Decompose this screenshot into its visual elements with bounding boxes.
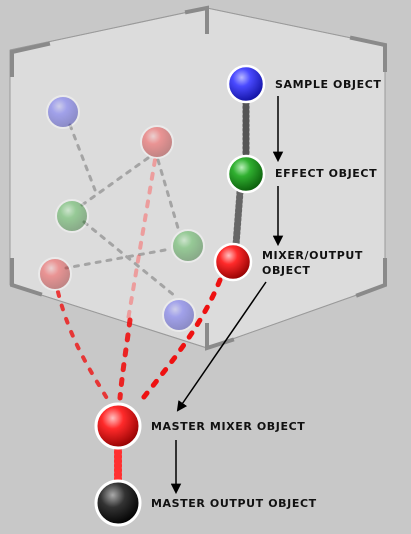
effect-object-node	[226, 154, 266, 194]
connection-faded-5	[156, 158, 180, 230]
cube-edge-bottom-right	[206, 284, 386, 349]
faded-red-connections	[126, 158, 157, 322]
active-nodes	[94, 64, 266, 527]
connection-faded-red-1	[126, 158, 157, 322]
connection-mixer-to-master	[137, 277, 223, 405]
cube-edge-bottom-left	[9, 284, 208, 349]
faded-mixer-node-1	[140, 125, 174, 159]
faded-sample-node-1	[46, 95, 80, 129]
effect-object-label: EFFECT OBJECT	[275, 167, 378, 180]
faded-connections	[64, 123, 180, 298]
arrow-mixer-to-master-mixer	[176, 281, 267, 412]
connection-faded-2	[80, 156, 150, 207]
master-output-object-label: MASTER OUTPUT OBJECT	[151, 497, 317, 510]
connection-effect-mixer	[232, 188, 244, 249]
connection-faded-3	[82, 220, 177, 298]
chain-connections	[114, 98, 250, 486]
master-mixer-object-label: MASTER MIXER OBJECT	[151, 420, 306, 433]
sample-object-node	[226, 64, 266, 104]
cube-edge-top-left	[9, 7, 208, 51]
mixer-output-object-node	[213, 242, 253, 282]
master-output-object-node	[94, 479, 142, 527]
red-connections	[56, 277, 223, 405]
sample-object-label: SAMPLE OBJECT	[275, 78, 382, 91]
connection-faded-1	[68, 123, 97, 192]
connection-left-red-to-master	[56, 290, 110, 402]
connection-back-red-to-master	[117, 317, 133, 401]
arrows	[170, 96, 284, 495]
faded-mixer-node-2	[38, 257, 72, 291]
faded-effect-node-2	[171, 229, 205, 263]
mixer-output-object-label-line1: MIXER/OUTPUT	[262, 249, 364, 262]
cube	[9, 5, 387, 351]
master-mixer-object-node	[94, 402, 142, 450]
faded-nodes	[38, 95, 205, 332]
faded-sample-node-2	[162, 298, 196, 332]
faded-effect-node-1	[55, 199, 89, 233]
mixer-output-object-label-line2: OBJECT	[262, 264, 311, 277]
